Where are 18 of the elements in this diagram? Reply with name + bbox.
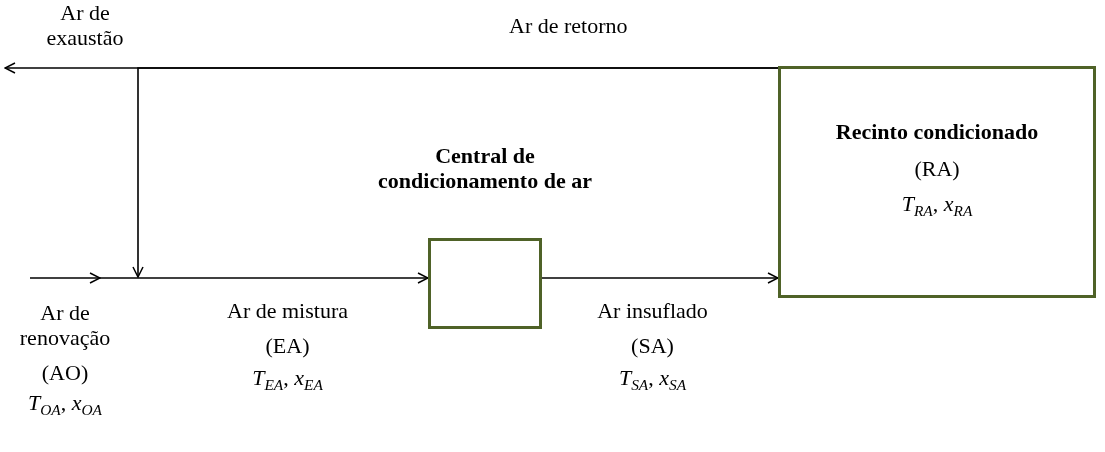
flow-label: (SA)	[630, 333, 675, 359]
flow-label: Ar de mistura	[226, 298, 349, 324]
room-box	[778, 66, 1096, 298]
room-title: Recinto condicionado	[834, 119, 1040, 145]
flow-label: (AO)	[40, 360, 90, 386]
flow-label: Ar de exaustão	[45, 0, 125, 51]
unit-title: Central de condicionamento de ar	[377, 143, 593, 194]
flow-label: Ar de renovação	[18, 300, 112, 351]
variable-label: T$_{OA}$, x$_{OA}$	[26, 390, 104, 420]
arrow	[132, 67, 779, 278]
room-label: (RA)	[913, 156, 961, 182]
arrow	[541, 272, 779, 284]
flow-label: Ar insuflado	[596, 298, 709, 324]
variable-label: T$_{RA}$, x$_{RA}$	[900, 191, 974, 221]
variable-label: T$_{EA}$, x$_{EA}$	[251, 365, 324, 395]
arrow	[29, 272, 429, 284]
flow-label: (EA)	[264, 333, 311, 359]
variable-label: T$_{SA}$, x$_{SA}$	[617, 365, 688, 395]
